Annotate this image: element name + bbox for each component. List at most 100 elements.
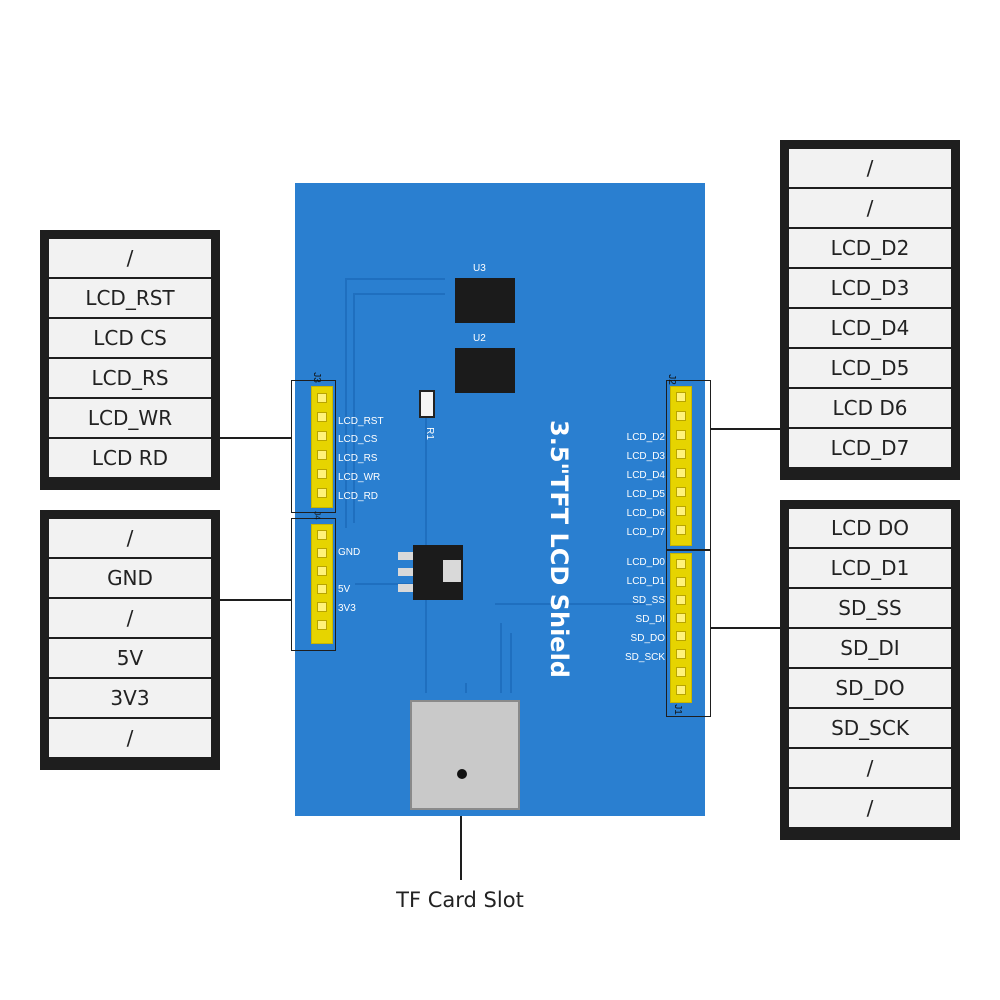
pin-cell: LCD_D2 <box>789 229 951 267</box>
pcb-trace <box>345 278 347 528</box>
pin-cell: LCD_RS <box>49 359 211 397</box>
j1-label: SD_DO <box>630 633 665 644</box>
header-pin <box>317 530 327 540</box>
header-pin <box>676 685 686 695</box>
header-pin <box>676 631 686 641</box>
pin-cell: / <box>789 789 951 827</box>
pin-cell: / <box>789 149 951 187</box>
j2-label: LCD_D2 <box>626 432 665 443</box>
left-bottom-pin-table: / GND / 5V 3V3 / <box>40 510 220 770</box>
pin-cell: LCD_D4 <box>789 309 951 347</box>
pin-cell: / <box>789 189 951 227</box>
j1-label: SD_SS <box>632 595 665 606</box>
pin-cell: / <box>49 239 211 277</box>
header-pin <box>317 412 327 422</box>
pin-cell: SD_DI <box>789 629 951 667</box>
pin-cell: / <box>49 719 211 757</box>
label-j3: J3 <box>310 372 322 383</box>
header-pin <box>676 468 686 478</box>
j1-label: LCD_D1 <box>626 576 665 587</box>
label-u3: U3 <box>473 263 486 274</box>
pin-cell: GND <box>49 559 211 597</box>
header-pin <box>676 411 686 421</box>
ic-u2 <box>455 348 515 393</box>
pcb-trace <box>425 393 427 693</box>
label-j1: J1 <box>671 704 683 715</box>
leader-line-j2 <box>710 428 780 430</box>
left-top-pin-table: / LCD_RST LCD CS LCD_RS LCD_WR LCD RD <box>40 230 220 490</box>
pin-cell: LCD_D1 <box>789 549 951 587</box>
header-pin <box>317 620 327 630</box>
header-pin <box>676 577 686 587</box>
label-j4: J4 <box>312 511 322 520</box>
leader-line-tf <box>460 774 462 880</box>
pin-cell: SD_SCK <box>789 709 951 747</box>
pin-cell: LCD DO <box>789 509 951 547</box>
header-pin <box>317 548 327 558</box>
header-pin <box>676 559 686 569</box>
pcb-trace <box>495 603 645 605</box>
regulator-leg <box>398 584 413 592</box>
tf-card-slot <box>410 700 520 810</box>
j4-label: 3V3 <box>338 603 356 614</box>
pin-cell: LCD RD <box>49 439 211 477</box>
pin-cell: 5V <box>49 639 211 677</box>
slot-center-dot <box>457 769 467 779</box>
header-pin <box>676 430 686 440</box>
header-pin <box>676 392 686 402</box>
j1-label: LCD_D0 <box>626 557 665 568</box>
header-pin <box>676 487 686 497</box>
resistor-r1 <box>419 390 435 418</box>
j2-label: LCD_D7 <box>626 527 665 538</box>
header-j1 <box>670 553 692 703</box>
j3-label: LCD_RST <box>338 416 384 427</box>
pcb-trace <box>353 293 355 523</box>
pin-cell: LCD D6 <box>789 389 951 427</box>
pin-cell: LCD_D3 <box>789 269 951 307</box>
right-top-pin-table: / / LCD_D2 LCD_D3 LCD_D4 LCD_D5 LCD D6 L… <box>780 140 960 480</box>
pin-cell: / <box>789 749 951 787</box>
regulator-leg <box>398 552 413 560</box>
j3-label: LCD_RD <box>338 491 379 502</box>
header-j4 <box>311 524 333 644</box>
j2-label: LCD_D5 <box>626 489 665 500</box>
header-pin <box>676 595 686 605</box>
header-pin <box>317 566 327 576</box>
header-pin <box>317 488 327 498</box>
j1-label: SD_SCK <box>624 652 665 663</box>
regulator-leg <box>398 568 413 576</box>
j3-label: LCD_RS <box>338 453 378 464</box>
header-pin <box>317 602 327 612</box>
header-pin <box>676 649 686 659</box>
leader-line-j4 <box>220 599 292 601</box>
pin-cell: LCD_D7 <box>789 429 951 467</box>
j1-label: SD_DI <box>635 614 665 625</box>
header-j2 <box>670 386 692 546</box>
header-pin <box>317 431 327 441</box>
ic-u3 <box>455 278 515 323</box>
pcb-trace <box>465 683 467 693</box>
header-pin <box>676 525 686 535</box>
header-pin <box>317 469 327 479</box>
pin-cell: LCD_RST <box>49 279 211 317</box>
pin-cell: / <box>49 599 211 637</box>
pcb-trace <box>353 293 445 295</box>
j3-label: LCD_WR <box>338 472 381 483</box>
pin-cell: SD_DO <box>789 669 951 707</box>
pin-cell: LCD_D5 <box>789 349 951 387</box>
label-j2: J2 <box>665 374 677 385</box>
pin-cell: / <box>49 519 211 557</box>
pin-cell: LCD CS <box>49 319 211 357</box>
pin-cell: 3V3 <box>49 679 211 717</box>
pcb-trace <box>500 623 502 693</box>
j4-label: 5V <box>338 584 351 595</box>
j1-outline <box>666 550 711 717</box>
board-title: 3.5"TFT LCD Shield <box>545 420 573 678</box>
header-pin <box>676 506 686 516</box>
header-pin <box>317 450 327 460</box>
j2-label: LCD_D6 <box>626 508 665 519</box>
leader-line-j1 <box>710 627 780 629</box>
pcb-trace <box>345 278 445 280</box>
j2-label: LCD_D4 <box>626 470 665 481</box>
j2-label: LCD_D3 <box>626 451 665 462</box>
